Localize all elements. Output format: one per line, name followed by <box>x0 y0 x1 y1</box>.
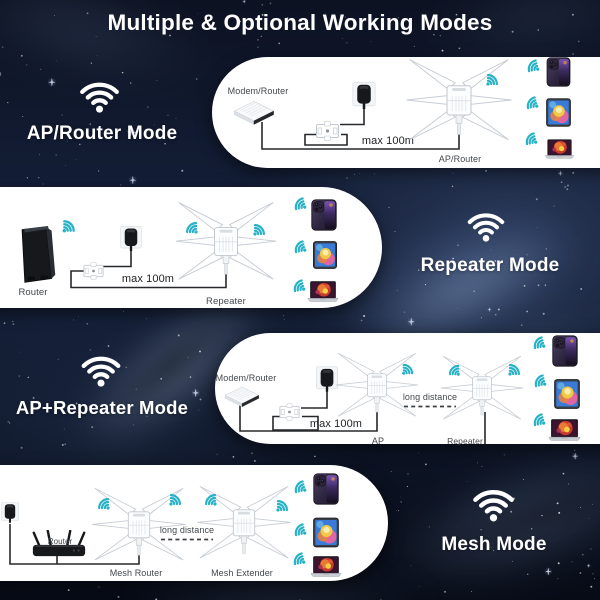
router-tower-device <box>12 225 58 286</box>
mode-label-ap-router: AP/Router Mode <box>26 123 178 144</box>
tablet-device <box>312 241 338 269</box>
repeater-device-label: Repeater <box>206 296 246 307</box>
long-distance-label: long distance <box>159 525 215 535</box>
ap-router-device-label: AP/Router <box>438 153 482 164</box>
laptop-device <box>306 281 340 302</box>
cable-length-label: max 100m <box>309 417 363 430</box>
cable-length-label: max 100m <box>361 134 415 147</box>
repeater-antenna-device <box>170 201 282 290</box>
mode-label-ap-repeater: AP+Repeater Mode <box>15 397 189 418</box>
poe-injector <box>83 261 104 281</box>
modem-router-device <box>224 385 260 408</box>
page-title: Multiple & Optional Working Modes <box>107 10 493 35</box>
smartphone-device <box>546 57 571 87</box>
power-adapter <box>1 500 19 525</box>
modem-router-label: Modem/Router <box>227 86 289 96</box>
poe-injector <box>279 402 300 422</box>
mesh-extender-label: Mesh Extender <box>211 568 273 578</box>
power-adapter <box>120 226 142 251</box>
modem-router-label: Modem/Router <box>215 373 277 383</box>
mesh-router-label: Mesh Router <box>109 568 163 578</box>
power-adapter <box>352 82 376 109</box>
smartphone-device <box>311 199 337 231</box>
wifi-icon <box>469 483 518 524</box>
wifi-icon <box>77 350 125 389</box>
smartphone-device <box>552 334 578 368</box>
mode-label-repeater: Repeater Mode <box>420 255 560 276</box>
poe-injector <box>315 120 340 142</box>
router-label: Router <box>18 287 48 298</box>
long-distance-label: long distance <box>402 392 458 402</box>
tablet-device <box>313 517 339 548</box>
smartphone-device <box>312 473 340 505</box>
tablet-device <box>554 379 580 409</box>
laptop-device <box>547 419 582 441</box>
wifi-icon <box>464 207 508 244</box>
ap-router-antenna-device <box>400 58 518 151</box>
modem-router-device <box>233 99 275 126</box>
tablet-device <box>546 98 571 127</box>
wifi-icon <box>75 76 124 115</box>
ap-device-label: AP <box>371 435 385 446</box>
laptop-device <box>309 556 343 577</box>
repeater-device-label: Repeater <box>447 435 483 446</box>
mode-label-mesh: Mesh Mode <box>441 534 547 555</box>
laptop-device <box>544 139 575 159</box>
cable-length-label: max 100m <box>121 273 175 285</box>
router-label: Router <box>47 536 73 546</box>
